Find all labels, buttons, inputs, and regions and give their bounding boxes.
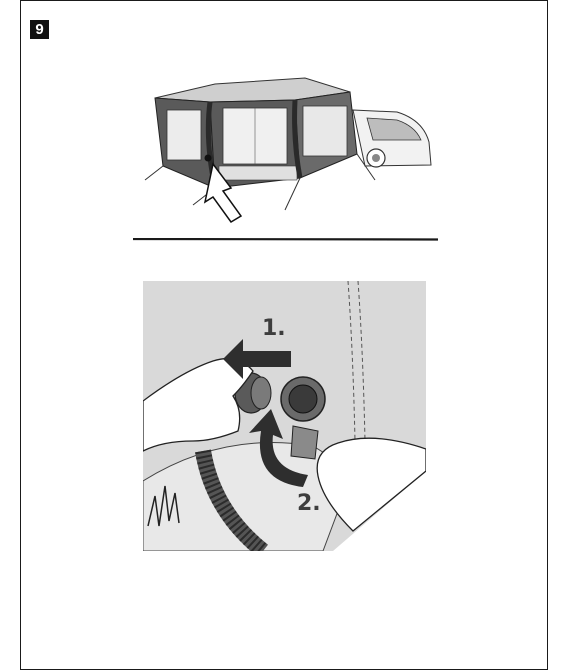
van-drawing <box>353 110 431 167</box>
step-two-label: 2. <box>297 491 321 516</box>
awning-illustration <box>135 70 435 230</box>
step-one-label: 1. <box>262 316 286 341</box>
divider-line <box>133 238 438 241</box>
step-number-badge: 9 <box>30 20 49 39</box>
